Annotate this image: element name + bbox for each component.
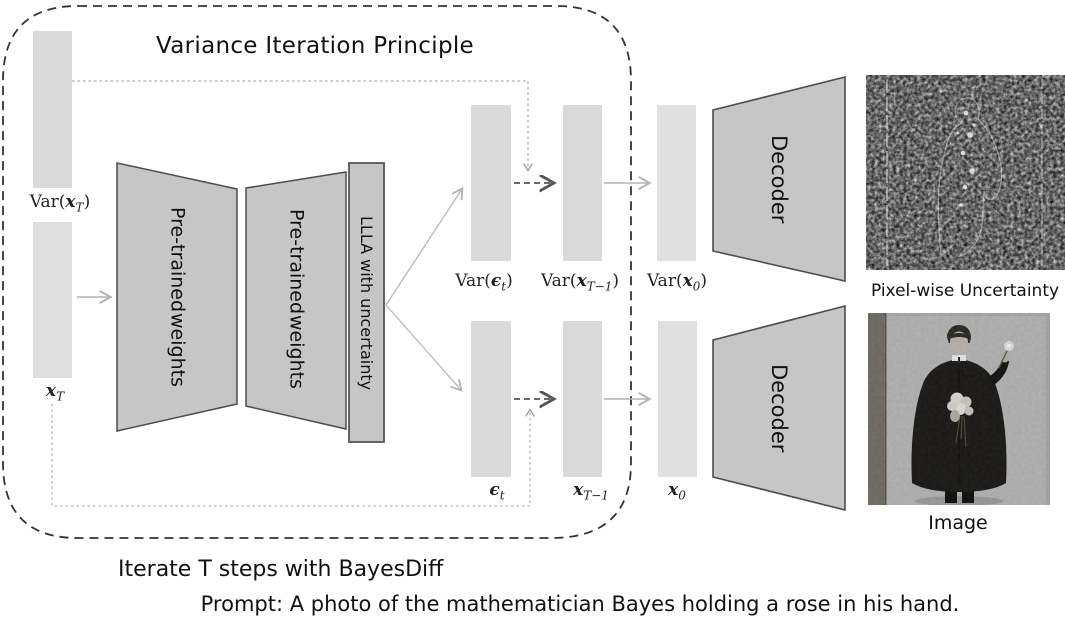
unet-decoder-label: Pre-trained weights xyxy=(263,189,329,409)
decoder-bottom-label: Decoder xyxy=(767,363,791,453)
iteration-boundary-dashed-rect xyxy=(2,5,632,539)
decoder-top-trapezoid xyxy=(712,75,846,283)
label-var-xTm1-sub: T−1 xyxy=(586,279,613,294)
label-x0: x0 xyxy=(642,480,712,503)
uncertainty-figure-outline xyxy=(937,97,1003,258)
unet-decoder-label-line1: Pre-trained xyxy=(285,209,308,315)
arrow-llla-to-eps xyxy=(385,304,461,390)
decoder-bottom-trapezoid xyxy=(712,304,846,512)
decoder-top-label: Decoder xyxy=(767,134,791,224)
label-xT-sym: x xyxy=(45,381,57,401)
label-var-xTm1: Var(xT−1) xyxy=(528,271,632,294)
unet-encoder-label: Pre-trained weights xyxy=(144,187,210,407)
bar-xT xyxy=(33,222,72,378)
unet-decoder-label-line2: weights xyxy=(285,314,308,389)
uncertainty-caption: Pixel-wise Uncertainty xyxy=(870,281,1060,301)
label-eps-t-sym: ϵ xyxy=(489,480,500,500)
bar-var-xT-minus-1 xyxy=(563,105,602,261)
iterate-caption: Iterate T steps with BayesDiff xyxy=(118,557,444,582)
figure-title: Variance Iteration Principle xyxy=(155,33,474,59)
label-var-xT: Var(xT) xyxy=(12,192,108,215)
variance-feedback-dotted-line xyxy=(72,80,528,170)
bar-var-xT xyxy=(33,31,72,188)
label-xTm1-sym: x xyxy=(573,480,584,500)
unet-encoder-trapezoid xyxy=(116,162,238,432)
label-var-xT-pre: Var( xyxy=(29,192,66,212)
label-xT: xT xyxy=(20,381,90,404)
label-var-xTm1-sym: x xyxy=(576,271,587,291)
image-caption: Image xyxy=(928,512,988,534)
label-var-eps-sym: ϵ xyxy=(490,271,502,291)
unet-encoder-label-line2: weights xyxy=(166,312,189,387)
label-var-eps-post: ) xyxy=(506,271,513,291)
label-var-x0: Var(x0) xyxy=(637,271,717,294)
label-var-x0-post: ) xyxy=(700,271,708,291)
bar-x0 xyxy=(658,321,697,477)
label-xTm1-sub: T−1 xyxy=(583,488,609,503)
prompt-caption: Prompt: A photo of the mathematician Bay… xyxy=(200,592,960,616)
label-var-eps-sub: t xyxy=(501,279,507,294)
label-var-xTm1-pre: Var( xyxy=(540,271,577,291)
label-var-xT-post: ) xyxy=(83,192,91,212)
uncertainty-hotspots xyxy=(956,110,976,207)
arrow-llla-to-var-eps xyxy=(385,189,462,306)
label-x0-sub: 0 xyxy=(678,488,686,503)
bar-eps-t xyxy=(471,321,511,477)
label-xTm1: xT−1 xyxy=(553,480,629,503)
uncertainty-image xyxy=(866,75,1065,270)
llla-label: LLLA with uncertainty xyxy=(357,215,376,391)
unet-decoder-trapezoid xyxy=(245,171,347,430)
label-var-x0-sym: x xyxy=(682,271,693,291)
bar-var-x0 xyxy=(657,105,696,261)
label-eps-t-sub: t xyxy=(499,488,505,503)
label-var-xTm1-post: ) xyxy=(612,271,620,291)
bar-xT-minus-1 xyxy=(563,321,602,477)
bar-var-eps-t xyxy=(471,105,511,261)
label-var-eps-pre: Var( xyxy=(455,271,491,291)
label-var-xT-sym: x xyxy=(65,192,76,212)
label-var-x0-sub: 0 xyxy=(692,279,701,294)
label-var-x0-pre: Var( xyxy=(646,271,683,291)
generated-image xyxy=(868,313,1050,505)
label-var-eps: Var(ϵt) xyxy=(440,271,528,294)
unet-encoder-label-line1: Pre-trained xyxy=(166,207,189,313)
label-eps-t: ϵt xyxy=(462,480,532,503)
llla-block xyxy=(348,162,385,443)
iterate-loop-dotted-line xyxy=(51,404,530,507)
label-x0-sym: x xyxy=(668,480,679,500)
label-var-xT-sub: T xyxy=(75,200,84,215)
label-xT-sub: T xyxy=(56,389,65,404)
